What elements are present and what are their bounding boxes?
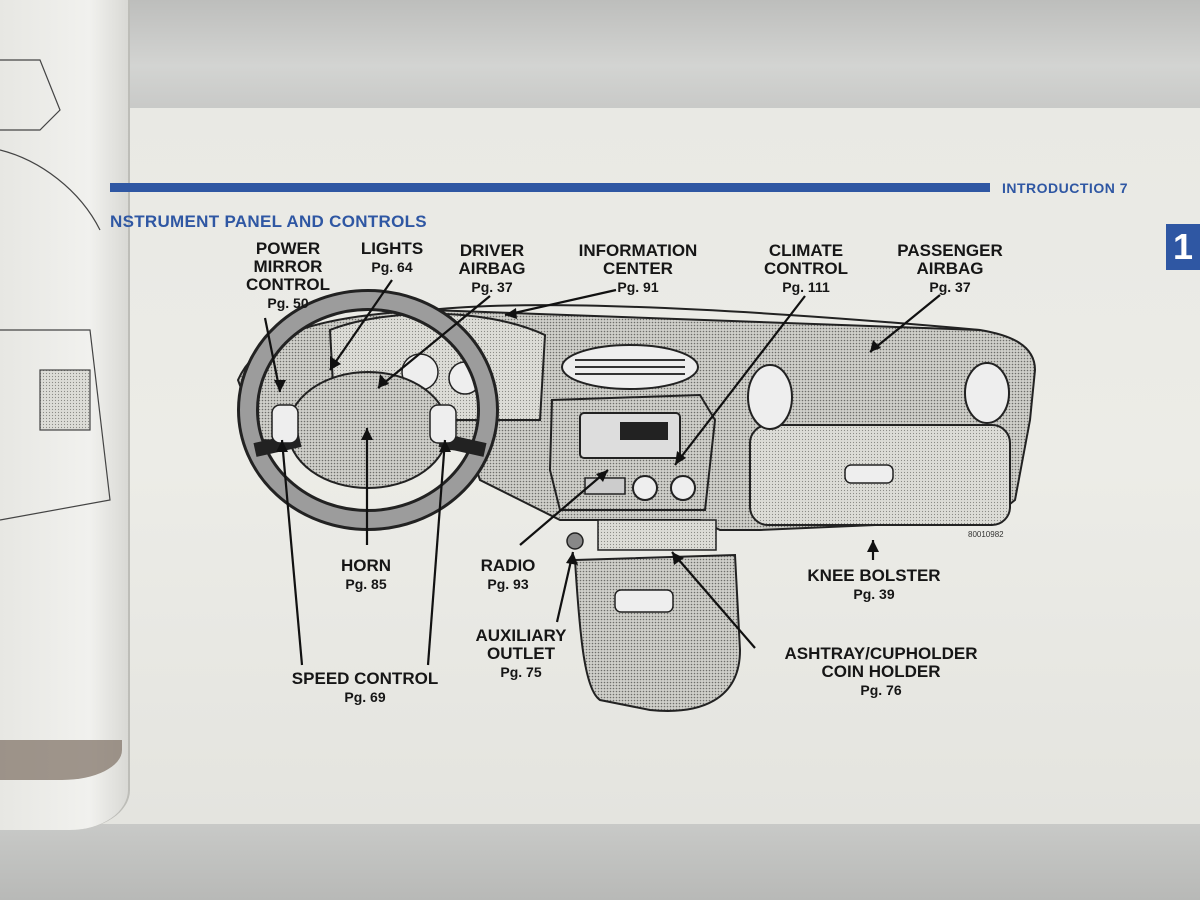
right-vent-outer: [964, 362, 1010, 424]
leader-lines: [263, 279, 941, 666]
running-head: INTRODUCTION 7: [1002, 180, 1128, 196]
callout-ashtray-cupholder: ASHTRAY/CUPHOLDER COIN HOLDER Pg. 76: [784, 644, 978, 699]
floor-console: [573, 553, 742, 712]
callout-driver-airbag: DRIVER AIRBAG Pg. 37: [458, 241, 526, 296]
right-vent-inner: [747, 364, 793, 430]
facing-page-sketch: [0, 59, 111, 521]
illustration-code: 80010982: [968, 530, 1004, 539]
chapter-tab: 1: [1166, 224, 1200, 270]
callout-radio: RADIO Pg. 93: [480, 556, 536, 593]
background-top: [0, 0, 1200, 110]
header-rule: [110, 183, 990, 192]
section-title: NSTRUMENT PANEL AND CONTROLS: [110, 212, 427, 231]
callout-information-center: INFORMATION CENTER Pg. 91: [578, 241, 698, 296]
arrowheads: [274, 308, 881, 565]
callout-speed-control: SPEED CONTROL Pg. 69: [291, 669, 439, 706]
callout-climate-control: CLIMATE CONTROL Pg. 111: [763, 241, 849, 296]
callout-auxiliary-outlet: AUXILIARY OUTLET Pg. 75: [475, 626, 567, 681]
callout-horn: HORN Pg. 85: [340, 556, 392, 593]
callout-passenger-airbag: PASSENGER AIRBAG Pg. 37: [897, 241, 1003, 296]
callout-power-mirror-control: POWER MIRROR CONTROL Pg. 50: [245, 239, 331, 312]
callout-knee-bolster: KNEE BOLSTER Pg. 39: [807, 566, 941, 603]
background-bottom: [0, 820, 1200, 900]
callout-lights: LIGHTS Pg. 64: [360, 239, 424, 276]
